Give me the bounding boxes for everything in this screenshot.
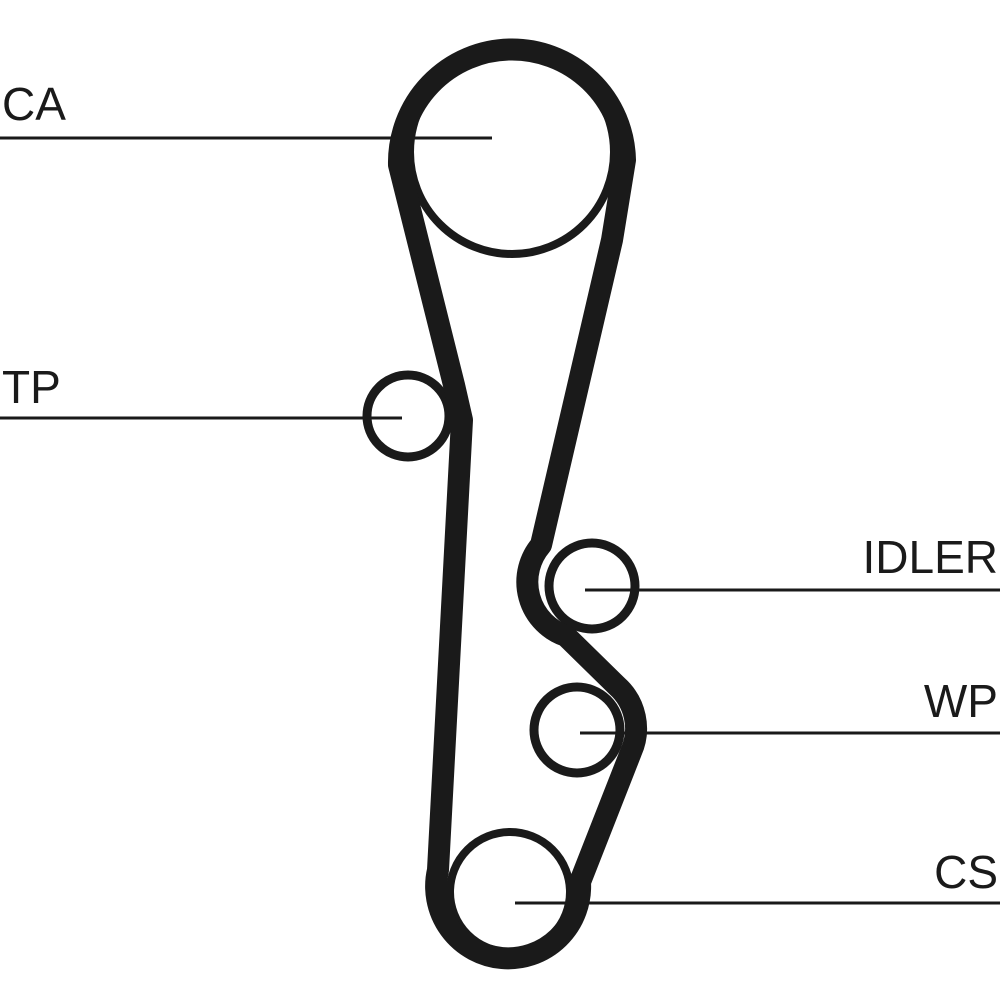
label-wp: WP: [924, 675, 998, 727]
label-ca: CA: [2, 78, 66, 130]
timing-belt: [387, 38, 648, 970]
label-cs: CS: [934, 846, 998, 898]
label-tp: TP: [2, 361, 61, 413]
water-pump-pulley: [529, 682, 625, 778]
idler-pulley: [544, 538, 640, 634]
tensioner-pulley: [362, 370, 454, 462]
label-idler: IDLER: [863, 531, 998, 583]
